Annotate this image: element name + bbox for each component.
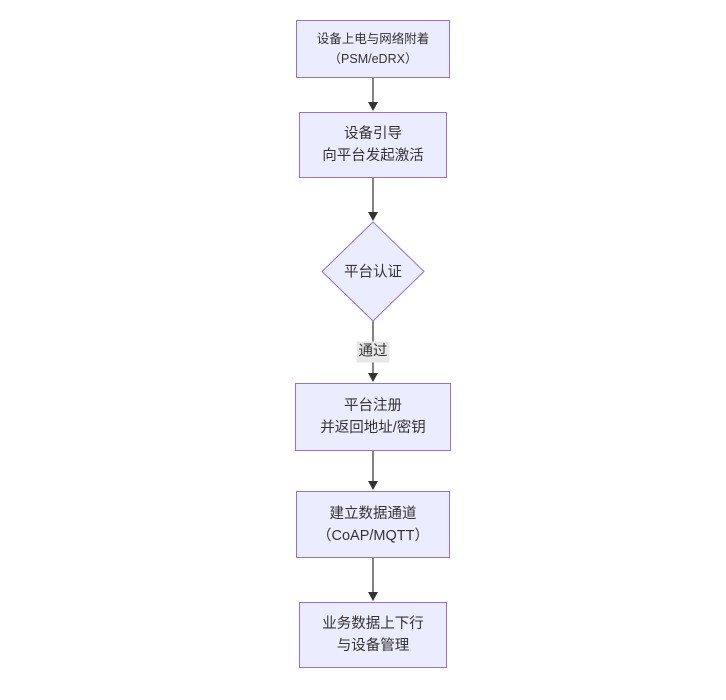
node-line: 业务数据上下行 [322, 616, 424, 632]
edge-register-to-channel [368, 451, 378, 490]
edge-bootstrap-to-auth [368, 178, 378, 221]
node-line: 并返回地址/密钥 [320, 420, 426, 436]
edge-channel-to-business [368, 558, 378, 601]
edge-power-to-bootstrap [368, 78, 378, 111]
node-business-data: 业务数据上下行 与设备管理 [299, 602, 447, 668]
node-line: （CoAP/MQTT） [317, 527, 429, 544]
arrowhead-icon [368, 481, 378, 490]
node-platform-register: 平台注册 并返回地址/密钥 [295, 383, 451, 451]
node-line: 设备引导 [344, 126, 402, 142]
node-platform-auth-label: 平台认证 [344, 264, 402, 281]
node-data-channel: 建立数据通道 （CoAP/MQTT） [296, 491, 450, 558]
arrowhead-icon [368, 102, 378, 111]
node-power-attach: 设备上电与网络附着 （PSM/eDRX） [296, 20, 450, 78]
node-line: 与设备管理 [336, 638, 410, 654]
node-platform-auth-diamond [321, 221, 425, 322]
node-line: 平台注册 [344, 398, 402, 414]
node-line: 设备上电与网络附着 [316, 32, 430, 46]
node-line: 建立数据通道 [329, 505, 417, 522]
arrowhead-icon [368, 212, 378, 221]
node-line: （PSM/eDRX） [328, 52, 418, 66]
arrowhead-icon [368, 592, 378, 601]
edge-label-pass: 通过 [356, 341, 390, 363]
arrowhead-icon [368, 373, 378, 382]
node-bootstrap: 设备引导 向平台发起激活 [299, 112, 447, 178]
node-line: 向平台发起激活 [322, 148, 424, 164]
